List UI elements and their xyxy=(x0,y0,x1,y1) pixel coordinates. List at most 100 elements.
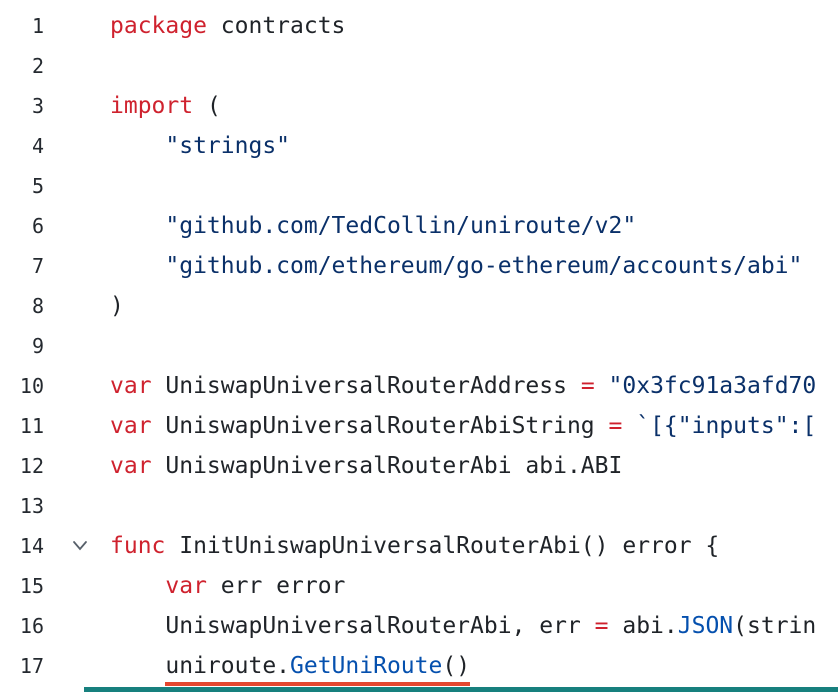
line-number: 10 xyxy=(19,374,44,398)
code-line[interactable]: 8) xyxy=(0,286,838,326)
fold-gutter-spacer xyxy=(50,166,110,206)
code-token: UniswapUniversalRouterAbiString xyxy=(151,413,609,439)
fold-gutter-spacer xyxy=(50,206,110,246)
code-token-error: uniroute. xyxy=(165,653,291,686)
code-line[interactable]: 13 xyxy=(0,486,838,526)
code-text[interactable]: "github.com/ethereum/go-ethereum/account… xyxy=(110,246,838,286)
code-text[interactable]: uniroute.GetUniRoute() xyxy=(110,646,838,686)
line-number: 14 xyxy=(19,534,44,558)
code-line[interactable]: 4 "strings" xyxy=(0,126,838,166)
code-token xyxy=(622,413,636,439)
code-line[interactable]: 5 xyxy=(0,166,838,206)
code-line[interactable]: 10 var UniswapUniversalRouterAddress = "0… xyxy=(0,366,838,406)
code-token xyxy=(110,253,165,279)
code-text[interactable]: var err error xyxy=(110,566,838,606)
code-token: `[{"inputs":[ xyxy=(636,413,817,439)
fold-gutter-spacer xyxy=(50,46,110,86)
line-number: 1 xyxy=(31,14,44,38)
code-token: = xyxy=(608,413,623,439)
code-token-error: GetUniRoute xyxy=(290,653,443,686)
code-line[interactable]: 2 xyxy=(0,46,838,86)
code-text[interactable]: var UniswapUniversalRouterAbi abi.ABI xyxy=(110,446,838,486)
code-token: var xyxy=(110,413,152,439)
code-text[interactable]: func InitUniswapUniversalRouterAbi() err… xyxy=(110,526,838,566)
code-text[interactable]: var UniswapUniversalRouterAbiString = `[… xyxy=(110,406,838,446)
fold-gutter-spacer xyxy=(50,246,110,286)
code-token: ( xyxy=(193,93,221,119)
code-line[interactable]: 9 xyxy=(0,326,838,366)
code-text[interactable]: package contracts xyxy=(110,6,838,46)
code-line[interactable]: 15 var err error xyxy=(0,566,838,606)
line-number: 7 xyxy=(31,254,44,278)
line-number: 5 xyxy=(31,174,44,198)
code-token: = xyxy=(594,613,609,639)
code-line[interactable]: 14 func InitUniswapUniversalRouterAbi() e… xyxy=(0,526,838,566)
line-number: 6 xyxy=(31,214,44,238)
code-line[interactable]: 11 var UniswapUniversalRouterAbiString = … xyxy=(0,406,838,446)
code-line[interactable]: 7 "github.com/ethereum/go-ethereum/accou… xyxy=(0,246,838,286)
code-line[interactable]: 1 package contracts xyxy=(0,6,838,46)
line-number: 11 xyxy=(19,414,44,438)
line-number: 12 xyxy=(19,454,44,478)
fold-gutter-spacer xyxy=(50,566,110,606)
chevron-down-icon[interactable] xyxy=(50,526,110,566)
code-line[interactable]: 16 UniswapUniversalRouterAbi, err = abi.… xyxy=(0,606,838,646)
code-token: var xyxy=(165,573,207,599)
code-token: (strin xyxy=(733,613,817,639)
code-text[interactable] xyxy=(110,486,838,526)
code-token: "github.com/TedCollin/uniroute/v2" xyxy=(165,213,637,239)
code-token: var xyxy=(110,453,152,479)
code-text[interactable] xyxy=(110,326,838,366)
code-text[interactable]: "github.com/TedCollin/uniroute/v2" xyxy=(110,206,838,246)
code-token: UniswapUniversalRouterAbi, err xyxy=(110,613,595,639)
code-text[interactable]: "strings" xyxy=(110,126,838,166)
code-token: package xyxy=(110,13,207,39)
fold-gutter-spacer xyxy=(50,86,110,126)
code-token: import xyxy=(110,93,194,119)
bottom-panel-divider xyxy=(84,687,838,692)
code-token: var xyxy=(110,373,152,399)
code-line[interactable]: 6 "github.com/TedCollin/uniroute/v2" xyxy=(0,206,838,246)
code-token: err error xyxy=(206,573,346,599)
code-text[interactable] xyxy=(110,166,838,206)
code-line[interactable]: 12 var UniswapUniversalRouterAbi abi.ABI xyxy=(0,446,838,486)
fold-gutter-spacer xyxy=(50,366,110,406)
code-token: JSON xyxy=(677,613,734,639)
code-text[interactable]: import ( xyxy=(110,86,838,126)
code-token: "strings" xyxy=(165,133,291,159)
fold-gutter-spacer xyxy=(50,126,110,166)
code-token xyxy=(110,573,165,599)
code-token: UniswapUniversalRouterAddress xyxy=(151,373,581,399)
fold-gutter-spacer xyxy=(50,446,110,486)
line-number: 17 xyxy=(19,654,44,678)
code-token xyxy=(110,133,165,159)
code-text[interactable] xyxy=(110,46,838,86)
code-token: ) xyxy=(110,293,124,319)
code-line[interactable]: 17 uniroute.GetUniRoute() xyxy=(0,646,838,686)
fold-gutter-spacer xyxy=(50,326,110,366)
fold-gutter-spacer xyxy=(50,6,110,46)
fold-gutter-spacer xyxy=(50,286,110,326)
fold-gutter-spacer xyxy=(50,486,110,526)
line-number: 8 xyxy=(31,294,44,318)
line-number: 2 xyxy=(31,54,44,78)
code-token: func xyxy=(110,533,166,559)
line-number: 16 xyxy=(19,614,44,638)
code-token-error: () xyxy=(442,653,471,686)
code-text[interactable]: UniswapUniversalRouterAbi, err = abi.JSO… xyxy=(110,606,838,646)
fold-gutter-spacer xyxy=(50,606,110,646)
line-number: 13 xyxy=(19,494,44,518)
code-text[interactable]: ) xyxy=(110,286,838,326)
code-token: contracts xyxy=(206,13,346,39)
line-number: 9 xyxy=(31,334,44,358)
fold-gutter-spacer xyxy=(50,646,110,686)
line-number: 15 xyxy=(19,574,44,598)
code-token: InitUniswapUniversalRouterAbi() error { xyxy=(165,533,720,559)
code-token: "github.com/ethereum/go-ethereum/account… xyxy=(165,253,803,279)
line-number: 4 xyxy=(31,134,44,158)
code-text[interactable]: var UniswapUniversalRouterAddress = "0x3… xyxy=(110,366,838,406)
code-token: "0x3fc91a3afd70 xyxy=(608,373,817,399)
